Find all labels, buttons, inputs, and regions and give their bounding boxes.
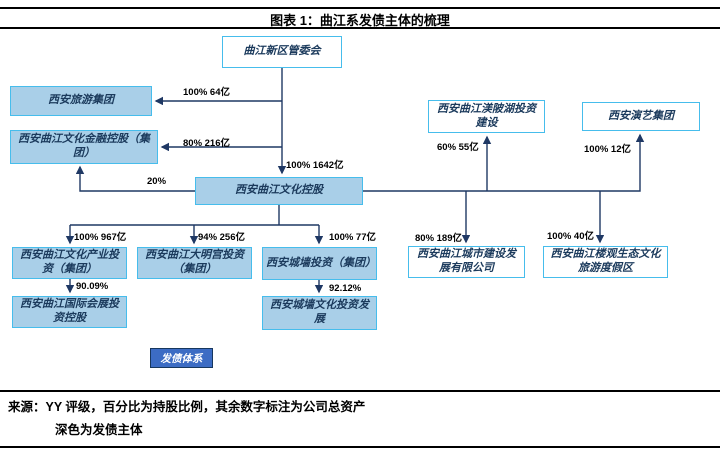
edge-label-culture-industry: 100% 967亿 [74, 232, 127, 243]
node-louguan-eco-tourism-resort: 西安曲江楼观生态文化旅游度假区 [543, 246, 668, 278]
node-xian-performing-arts-group: 西安演艺集团 [582, 102, 700, 131]
figure-title: 图表 1：曲江系发债主体的梳理 [270, 13, 450, 28]
edge-label-tourism: 100% 64亿 [183, 87, 231, 98]
node-international-exhibition-holding: 西安曲江国际会展投资控股 [12, 296, 127, 328]
node-qujiang-culture-holding: 西安曲江文化控股 [195, 177, 363, 205]
node-urban-construction-development: 西安曲江城市建设发展有限公司 [408, 246, 525, 278]
edge-label-meibei: 60% 55亿 [437, 142, 479, 153]
edge-label-urban-construction: 80% 189亿 [415, 233, 463, 244]
node-xian-tourism-group: 西安旅游集团 [10, 86, 152, 116]
node-qujiang-new-district-committee: 曲江新区管委会 [222, 36, 342, 68]
node-meibei-lake-investment: 西安曲江渼陂湖投资建设 [428, 100, 545, 133]
edge-label-louguan: 100% 40亿 [547, 231, 595, 242]
edge-label-finance-holding: 80% 216亿 [183, 138, 231, 149]
node-culture-finance-holding: 西安曲江文化金融控股（集团） [10, 130, 158, 164]
title-underline [0, 27, 720, 29]
edge-label-city-wall-culture: 92.12% [329, 283, 362, 294]
source-note-line1: 来源：YY 评级，百分比为持股比例，其余数字标注为公司总资产 [8, 400, 366, 414]
bottom-rule [0, 446, 720, 448]
node-daminggong-investment: 西安曲江大明宫投资（集团） [137, 247, 252, 279]
edge-label-daminggong: 94% 256亿 [198, 232, 246, 243]
edge-label-exhibition: 90.09% [76, 281, 109, 292]
source-note-line2: 深色为发债主体 [55, 423, 143, 437]
edge-label-performing-arts: 100% 12亿 [584, 144, 632, 155]
node-city-wall-culture-investment: 西安城墙文化投资发展 [262, 296, 377, 330]
edge-label-finance-minority: 20% [147, 176, 167, 187]
edge-label-culture-holding: 100% 1642亿 [286, 160, 344, 171]
top-rule [0, 7, 720, 9]
source-topline [0, 390, 720, 392]
legend-bond-issuer-system: 发债体系 [150, 348, 213, 368]
node-culture-industry-investment: 西安曲江文化产业投资（集团） [12, 247, 127, 279]
node-city-wall-investment: 西安城墙投资（集团） [262, 247, 377, 280]
edge-label-city-wall: 100% 77亿 [329, 232, 377, 243]
